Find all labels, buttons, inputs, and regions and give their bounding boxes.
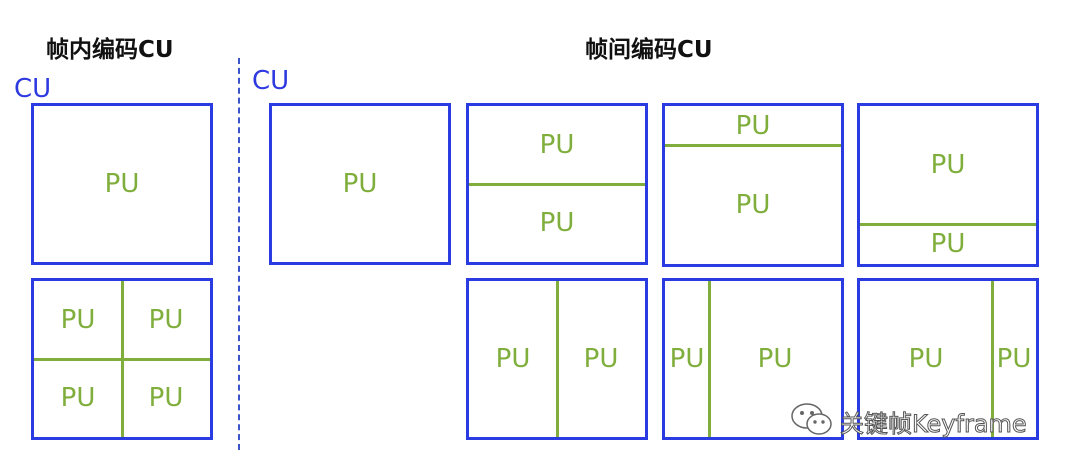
- pu-divider-horizontal: [860, 223, 1036, 226]
- watermark-text: 关键帧Keyframe: [840, 410, 1028, 439]
- pu-label: PU: [342, 169, 378, 199]
- inter-cu-2NxN: PU PU: [466, 103, 648, 265]
- pu-label: PU: [908, 344, 944, 374]
- pu-label: PU: [104, 169, 140, 199]
- wechat-icon: [790, 402, 834, 441]
- pu-label: PU: [669, 344, 705, 374]
- pu-label: PU: [735, 189, 771, 220]
- inter-cu-label: CU: [252, 66, 290, 96]
- pu-label: PU: [60, 383, 96, 413]
- section-separator: [238, 58, 240, 450]
- pu-label: PU: [930, 150, 966, 181]
- pu-label: PU: [583, 344, 619, 374]
- pu-label: PU: [735, 110, 771, 141]
- pu-label: PU: [539, 208, 575, 238]
- pu-label: PU: [60, 305, 96, 335]
- inter-cu-2NxnU: PU PU: [662, 103, 844, 267]
- pu-divider-horizontal: [469, 182, 645, 186]
- intra-section-title: 帧内编码CU: [46, 37, 174, 63]
- intra-cu-2Nx2N: PU: [31, 103, 213, 265]
- pu-label: PU: [996, 344, 1032, 374]
- pu-label: PU: [148, 383, 184, 413]
- inter-cu-2Nx2N: PU: [269, 103, 451, 265]
- pu-divider-vertical: [555, 281, 559, 437]
- pu-label: PU: [539, 130, 575, 160]
- pu-label: PU: [495, 344, 531, 374]
- inter-cu-nRx2N: PU PU: [857, 278, 1039, 440]
- pu-divider-horizontal: [665, 144, 841, 147]
- pu-divider-vertical: [707, 281, 711, 437]
- pu-label: PU: [757, 344, 793, 374]
- intra-cu-label: CU: [14, 74, 52, 104]
- pu-divider-vertical: [990, 281, 994, 437]
- pu-label: PU: [930, 229, 966, 260]
- watermark: 关键帧Keyframe: [790, 402, 1027, 441]
- inter-section-title: 帧间编码CU: [585, 37, 713, 63]
- pu-divider-vertical: [120, 281, 124, 437]
- inter-cu-Nx2N: PU PU: [466, 278, 648, 440]
- intra-cu-NxN: PU PU PU PU: [31, 278, 213, 440]
- pu-label: PU: [148, 305, 184, 335]
- inter-cu-2NxnD: PU PU: [857, 103, 1039, 267]
